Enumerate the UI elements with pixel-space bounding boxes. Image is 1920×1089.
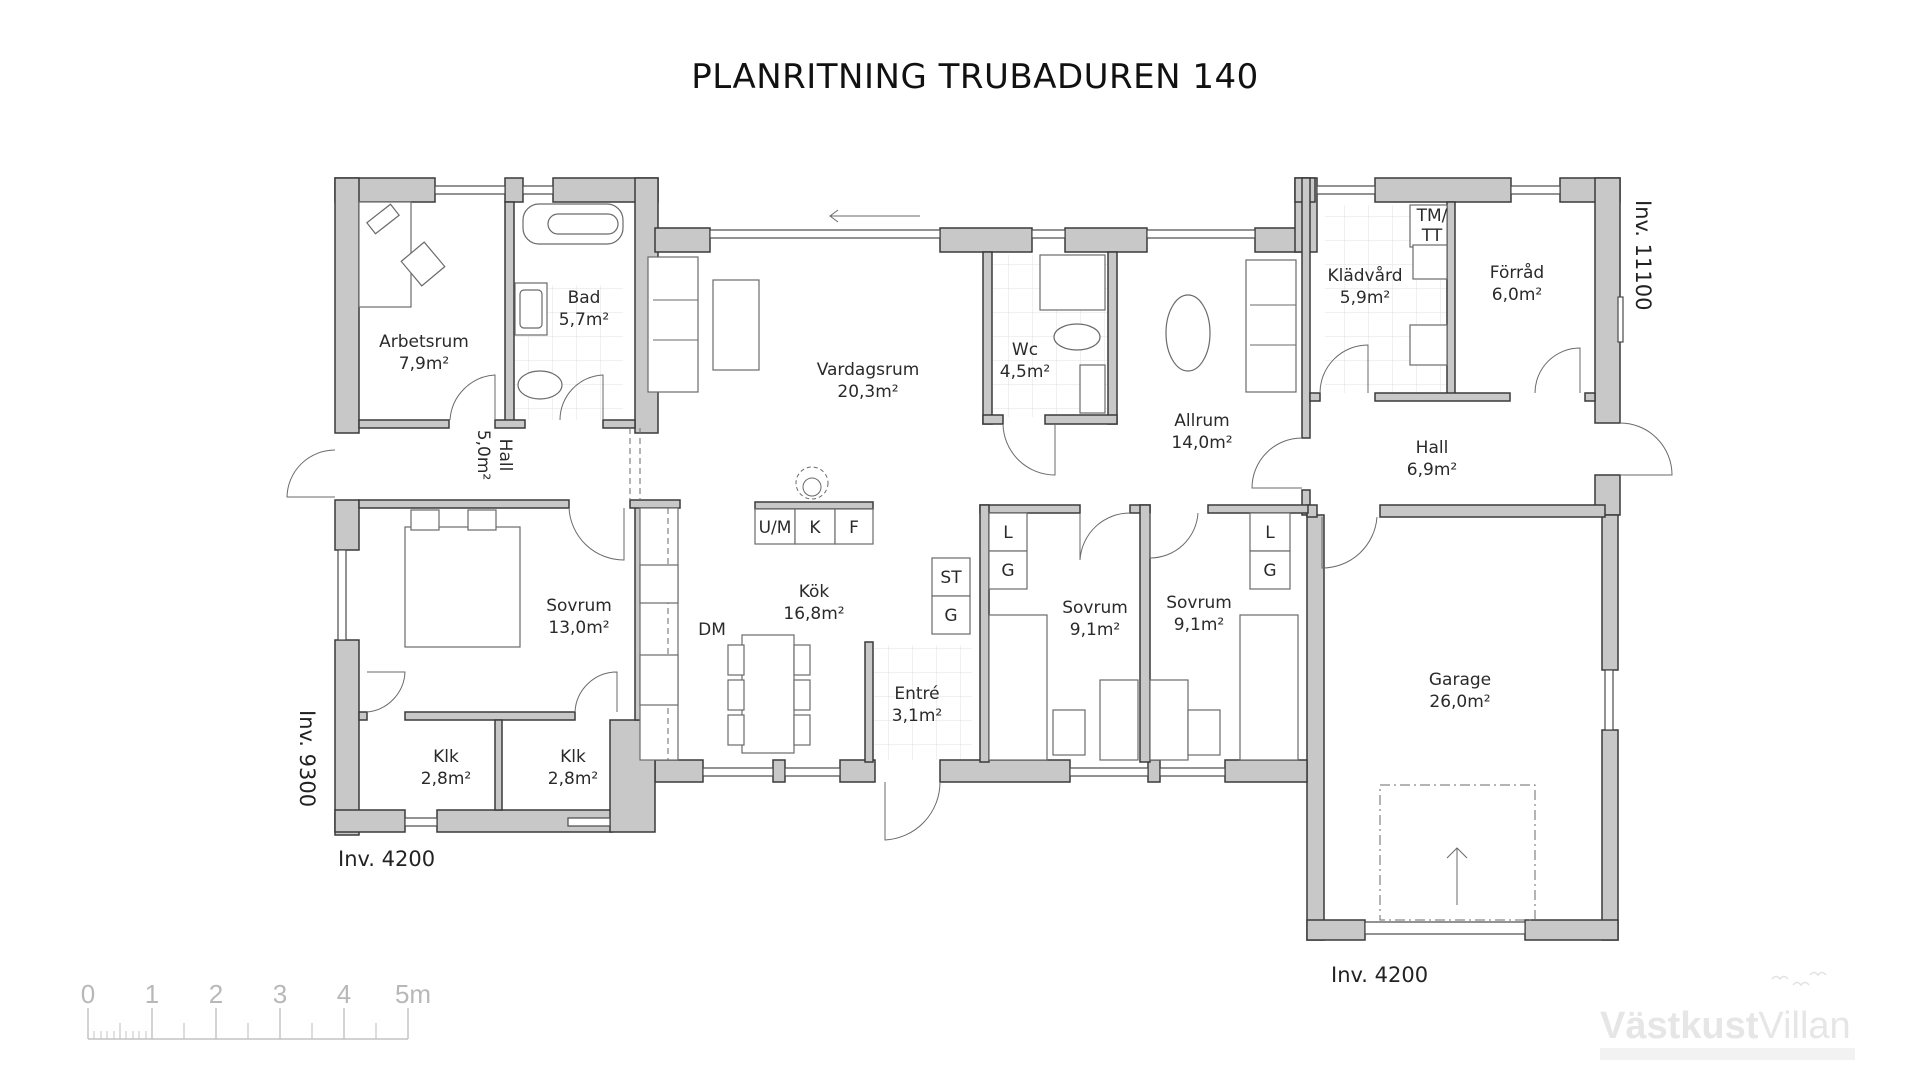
oven-micro-label: U/M bbox=[759, 518, 792, 538]
room-wc: Wc 4,5m² bbox=[1000, 340, 1050, 382]
interior-walls bbox=[358, 177, 1606, 811]
room-name: Arbetsrum bbox=[379, 332, 469, 352]
room-area: 6,0m² bbox=[1492, 285, 1542, 305]
room-allrum: Allrum 14,0m² bbox=[1171, 411, 1232, 453]
room-area: 4,5m² bbox=[1000, 362, 1050, 382]
door-swings bbox=[286, 344, 1673, 841]
exterior-walls bbox=[334, 177, 1621, 941]
room-labels: Arbetsrum 7,9m² Bad 5,7m² Vardagsrum 20,… bbox=[379, 262, 1544, 789]
freezer-label: F bbox=[849, 518, 859, 538]
dishwasher-label: DM bbox=[698, 620, 726, 640]
tm-tt-label-1: TM/ bbox=[1416, 206, 1448, 226]
room-kladvard: Klädvård 5,9m² bbox=[1327, 265, 1402, 308]
room-name: Sovrum bbox=[1062, 598, 1128, 618]
fridge-label: K bbox=[809, 518, 821, 538]
room-vardagsrum: Vardagsrum 20,3m² bbox=[817, 360, 920, 402]
room-sovrum-2: Sovrum 9,1m² bbox=[1062, 598, 1128, 640]
room-area: 20,3m² bbox=[837, 382, 898, 402]
dimension-left: Inv. 9300 bbox=[295, 710, 319, 807]
cabinet-st-label: ST bbox=[940, 568, 962, 588]
room-name: Hall bbox=[495, 439, 515, 472]
room-area: 14,0m² bbox=[1171, 433, 1232, 453]
room-hall-left: Hall 5,0m² bbox=[473, 430, 515, 480]
room-sovrum-3: Sovrum 9,1m² bbox=[1166, 593, 1232, 635]
room-area: 5,0m² bbox=[473, 430, 493, 480]
tm-tt-label-2: TT bbox=[1421, 226, 1443, 246]
room-name: Klk bbox=[560, 747, 586, 767]
wardrobe-l-label: L bbox=[1265, 523, 1275, 543]
room-area: 13,0m² bbox=[548, 618, 609, 638]
room-name: Klk bbox=[433, 747, 459, 767]
room-klk-2: Klk 2,8m² bbox=[548, 747, 598, 789]
room-hall-right: Hall 6,9m² bbox=[1407, 438, 1457, 480]
room-name: Garage bbox=[1429, 670, 1491, 690]
room-area: 9,1m² bbox=[1174, 615, 1224, 635]
seagull-icon bbox=[1771, 971, 1827, 987]
dimension-bottom-right: Inv. 4200 bbox=[1331, 963, 1428, 987]
room-klk-1: Klk 2,8m² bbox=[421, 747, 471, 789]
room-name: Vardagsrum bbox=[817, 360, 920, 380]
room-area: 2,8m² bbox=[548, 769, 598, 789]
room-name: Bad bbox=[568, 288, 601, 308]
svg-text:VästkustVillan: VästkustVillan bbox=[1600, 1005, 1851, 1047]
room-name: Förråd bbox=[1490, 262, 1544, 283]
room-area: 3,1m² bbox=[892, 706, 942, 726]
cabinet-g-label: G bbox=[944, 606, 957, 626]
scale-label: 4 bbox=[337, 979, 351, 1009]
room-name: Wc bbox=[1012, 340, 1038, 360]
entre-tiles bbox=[872, 645, 972, 760]
room-name: Kök bbox=[799, 582, 830, 602]
furniture bbox=[358, 201, 1536, 921]
scale-label: 5m bbox=[395, 979, 431, 1009]
room-name: Entré bbox=[894, 684, 939, 704]
logo-bold-text: Västkust bbox=[1600, 1005, 1759, 1047]
wardrobe-g-label: G bbox=[1263, 561, 1276, 581]
room-area: 2,8m² bbox=[421, 769, 471, 789]
room-area: 9,1m² bbox=[1070, 620, 1120, 640]
room-sovrum-master: Sovrum 13,0m² bbox=[546, 596, 612, 638]
room-forrad: Förråd 6,0m² bbox=[1490, 262, 1544, 305]
brand-logo: VästkustVillan bbox=[1600, 971, 1855, 1060]
scale-bar: 0 1 2 3 4 5m bbox=[81, 979, 431, 1040]
room-name: Hall bbox=[1416, 438, 1449, 458]
plan-title: PLANRITNING TRUBADUREN 140 bbox=[691, 57, 1259, 97]
logo-thin-text: Villan bbox=[1758, 1005, 1850, 1047]
fixture-labels: TM/ TT DM U/M K F ST G L G L G bbox=[698, 206, 1448, 640]
room-area: 7,9m² bbox=[399, 354, 449, 374]
scale-label: 0 bbox=[81, 979, 95, 1009]
room-area: 6,9m² bbox=[1407, 460, 1457, 480]
room-name: Sovrum bbox=[1166, 593, 1232, 613]
dimension-labels: Inv. 9300 Inv. 4200 Inv. 11100 Inv. 4200 bbox=[295, 200, 1655, 987]
scale-label: 2 bbox=[209, 979, 223, 1009]
room-area: 5,9m² bbox=[1340, 288, 1390, 308]
sliding-door-arrow bbox=[829, 209, 920, 223]
windows bbox=[337, 185, 1624, 935]
room-area: 26,0m² bbox=[1429, 692, 1490, 712]
dimension-right: Inv. 11100 bbox=[1631, 200, 1655, 310]
room-name: Allrum bbox=[1174, 411, 1229, 431]
dimension-bottom-left: Inv. 4200 bbox=[338, 847, 435, 871]
room-area: 5,7m² bbox=[559, 310, 609, 330]
logo-tagline-bar bbox=[1600, 1048, 1855, 1060]
room-arbetsrum: Arbetsrum 7,9m² bbox=[379, 332, 469, 374]
room-entre: Entré 3,1m² bbox=[892, 684, 942, 726]
wardrobe-l-label: L bbox=[1003, 523, 1013, 543]
scale-label: 3 bbox=[273, 979, 287, 1009]
room-name: Sovrum bbox=[546, 596, 612, 616]
room-area: 16,8m² bbox=[783, 604, 844, 624]
scale-label: 1 bbox=[145, 979, 159, 1009]
room-name: Klädvård bbox=[1327, 265, 1402, 286]
room-bad: Bad 5,7m² bbox=[559, 288, 609, 330]
wardrobe-g-label: G bbox=[1001, 561, 1014, 581]
room-kok: Kök 16,8m² bbox=[783, 582, 844, 624]
room-garage: Garage 26,0m² bbox=[1429, 670, 1491, 712]
